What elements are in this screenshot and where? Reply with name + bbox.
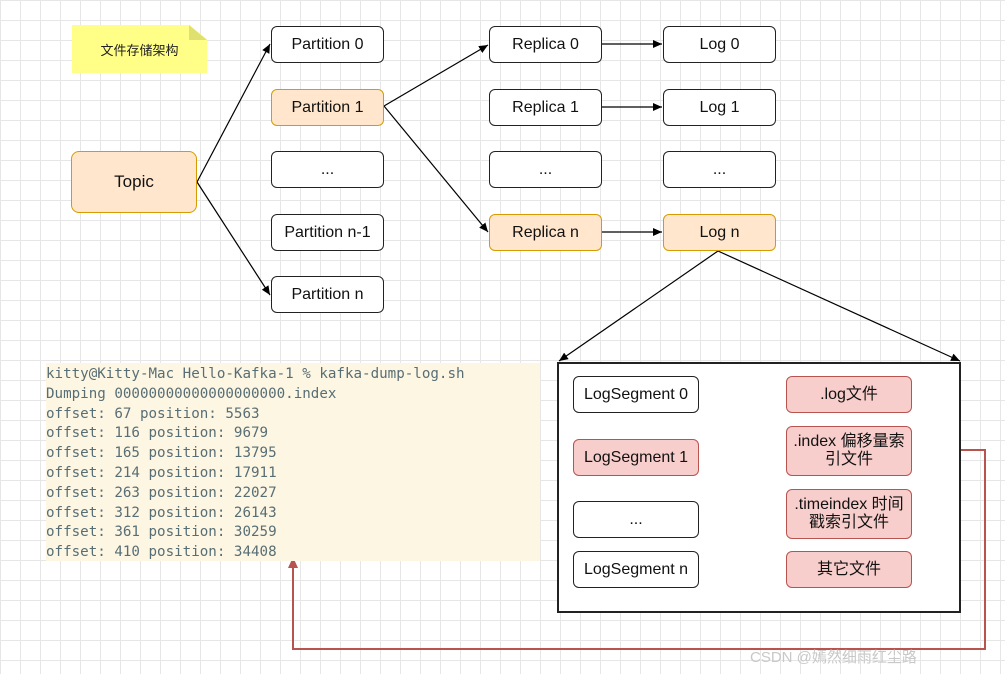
terminal-line: offset: 312 position: 26143	[46, 504, 277, 521]
log-file-node: .log文件	[786, 376, 912, 413]
sticky-note: 文件存储架构	[72, 25, 207, 73]
partition-ellipsis-node: ...	[271, 151, 384, 188]
index-file-node: .index 偏移量索引文件	[786, 426, 912, 476]
replica-ellipsis-node: ...	[489, 151, 602, 188]
edge-logn-container-right	[717, 250, 961, 362]
replica-node-highlighted: Replica n	[489, 214, 602, 251]
other-file-node: 其它文件	[786, 551, 912, 588]
partition-node: Partition n	[271, 276, 384, 313]
edge-partition1-replica0	[383, 44, 489, 107]
log-ellipsis-node: ...	[663, 151, 776, 188]
partition-node: Partition 0	[271, 26, 384, 63]
log-node-highlighted: Log n	[663, 214, 776, 251]
segment-ellipsis-node: ...	[573, 501, 699, 538]
terminal-line: offset: 116 position: 9679	[46, 425, 269, 442]
terminal-line: offset: 361 position: 30259	[46, 524, 277, 541]
segment-node: LogSegment n	[573, 551, 699, 588]
note-text: 文件存储架构	[100, 42, 179, 58]
timeindex-file-node: .timeindex 时间戳索引文件	[786, 489, 912, 539]
edge-topic-partitionn	[196, 181, 271, 296]
log-node: Log 0	[663, 26, 776, 63]
edge-topic-partition0	[196, 43, 271, 183]
replica-node: Replica 1	[489, 89, 602, 126]
log-node: Log 1	[663, 89, 776, 126]
watermark: CSDN @嫣然细雨红尘路	[750, 649, 917, 666]
edge-logn-container-left	[558, 250, 719, 362]
replica-node: Replica 0	[489, 26, 602, 63]
terminal-line: offset: 67 position: 5563	[46, 405, 260, 422]
terminal-line: offset: 165 position: 13795	[46, 445, 277, 462]
segment-node: LogSegment 0	[573, 376, 699, 413]
edge-partition1-replican	[383, 105, 489, 233]
terminal-line: offset: 214 position: 17911	[46, 464, 277, 481]
segment-node-highlighted: LogSegment 1	[573, 439, 699, 476]
partition-node-highlighted: Partition 1	[271, 89, 384, 126]
topic-node: Topic	[71, 151, 197, 213]
terminal-line: kitty@Kitty-Mac Hello-Kafka-1 % kafka-du…	[46, 366, 465, 382]
partition-node: Partition n-1	[271, 214, 384, 251]
terminal-line: Dumping 00000000000000000000.index	[46, 385, 337, 402]
terminal-output: kitty@Kitty-Mac Hello-Kafka-1 % kafka-du…	[46, 363, 540, 561]
terminal-line: offset: 410 position: 34408	[46, 544, 277, 561]
terminal-line: offset: 263 position: 22027	[46, 484, 277, 501]
